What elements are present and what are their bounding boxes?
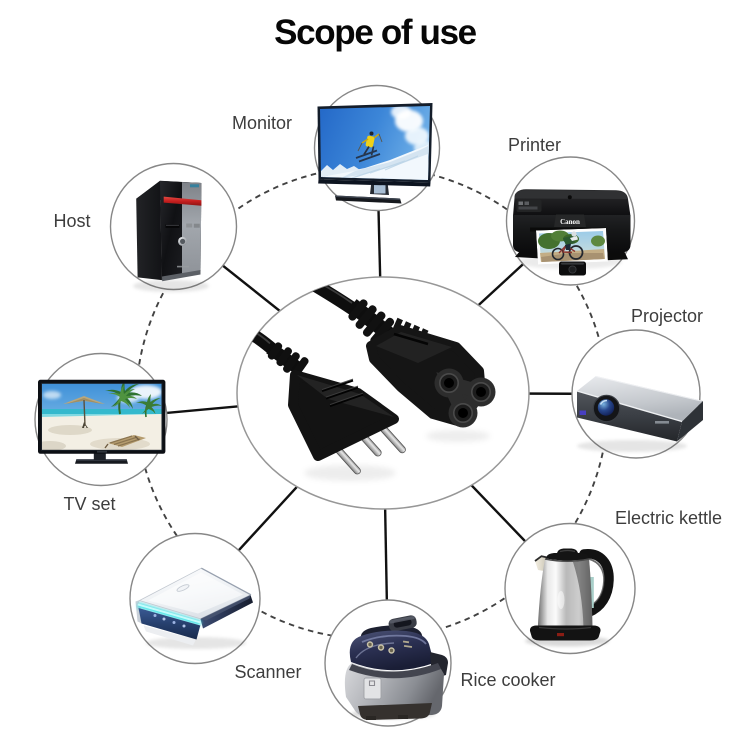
svg-text:Canon: Canon [560, 218, 580, 226]
